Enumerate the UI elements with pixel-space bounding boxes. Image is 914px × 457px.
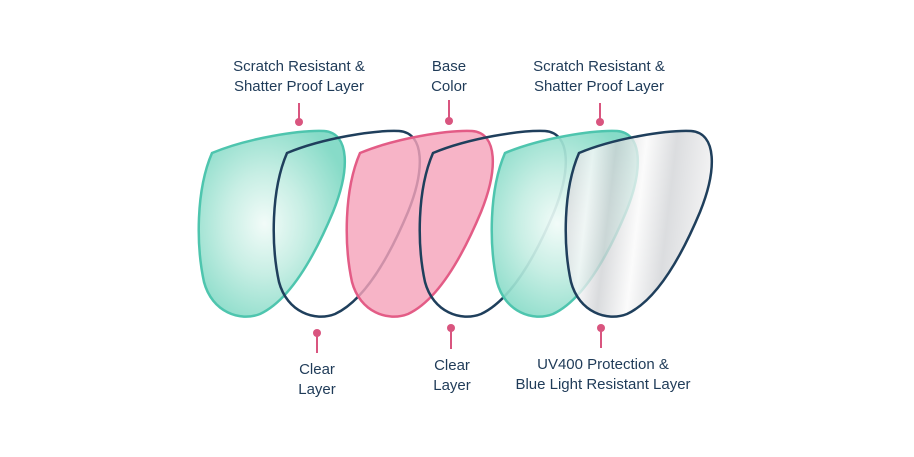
label-line: Clear <box>299 361 335 378</box>
silver-lens <box>564 129 714 318</box>
label-line: Shatter Proof Layer <box>533 78 665 95</box>
pointer-bottom-right <box>597 324 605 348</box>
label-line: Scratch Resistant & <box>533 58 665 75</box>
label-line: UV400 Protection & <box>537 356 669 373</box>
label-line: Color <box>431 78 467 95</box>
label-line: Blue Light Resistant Layer <box>515 376 691 393</box>
label-line: Shatter Proof Layer <box>233 78 365 95</box>
label-line: Layer <box>433 377 471 394</box>
label-clear-layer-middle: Clear Layer <box>433 356 471 396</box>
label-line: Clear <box>434 357 470 374</box>
label-scratch-resistant-left: Scratch Resistant & Shatter Proof Layer <box>233 57 365 97</box>
label-line: Base <box>431 58 467 75</box>
pointer-top-left <box>295 103 303 126</box>
pointer-bottom-left <box>313 329 321 353</box>
label-base-color: Base Color <box>431 57 467 97</box>
label-line: Scratch Resistant & <box>233 58 365 75</box>
pointer-bottom-mid <box>447 324 455 349</box>
label-clear-layer-left: Clear Layer <box>298 360 336 400</box>
label-line: Layer <box>298 381 336 398</box>
pointer-top-mid <box>445 100 453 125</box>
pointer-top-right <box>596 103 604 126</box>
label-uv400-blue-light: UV400 Protection & Blue Light Resistant … <box>515 355 690 395</box>
label-scratch-resistant-right: Scratch Resistant & Shatter Proof Layer <box>533 57 665 97</box>
teal-lens-left <box>197 129 347 318</box>
